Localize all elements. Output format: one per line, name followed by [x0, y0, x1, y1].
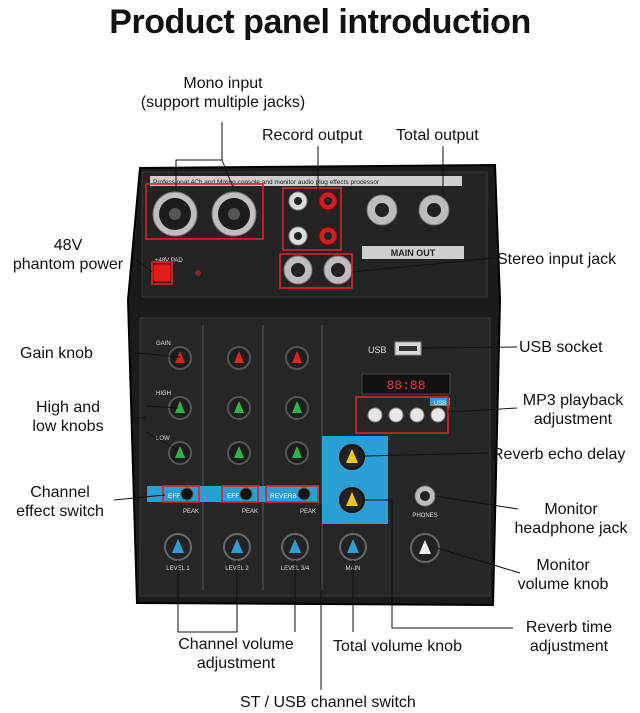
peak-label-1: PEAK — [183, 509, 199, 515]
usb-panel-label: USB — [368, 345, 387, 355]
effect-switch-1[interactable] — [180, 487, 194, 501]
low-knob-ch1[interactable] — [168, 441, 192, 465]
monitor-volume-knob[interactable] — [410, 533, 440, 563]
peak-label-3: PEAK — [300, 509, 316, 515]
gain-knob-ch1[interactable] — [168, 346, 192, 370]
leader-lines — [113, 122, 521, 690]
high-knob-ch2[interactable] — [227, 396, 251, 420]
main-out-label: MAIN OUT — [391, 248, 436, 258]
label-gain-knob: Gain knob — [20, 345, 93, 362]
high-knob-ch3[interactable] — [285, 396, 309, 420]
label-record-output: Record output — [262, 127, 363, 144]
low-knob-ch3[interactable] — [285, 441, 309, 465]
label-monitor-headphone: Monitor headphone jack — [514, 501, 628, 537]
main-out-jacks[interactable] — [366, 194, 450, 226]
label-usb-socket: USB socket — [519, 339, 603, 356]
label-st-usb-switch: ST / USB channel switch — [240, 694, 416, 711]
phantom-panel-label: +48V PAD — [155, 258, 183, 264]
top-strip-text: Professional 4Ch and Mixing console and … — [153, 179, 380, 186]
phantom-led-icon — [195, 270, 201, 276]
effect-switch-2[interactable] — [239, 487, 253, 501]
label-mp3: MP3 playback adjustment — [522, 392, 624, 428]
level-knob-3[interactable] — [281, 533, 309, 561]
xlr-combo-jack-1[interactable] — [152, 191, 198, 237]
label-total-volume: Total volume knob — [333, 638, 462, 655]
gain-knob-ch2[interactable] — [227, 346, 251, 370]
page-title: Product panel introduction — [109, 3, 531, 41]
low-row-label: LOW — [156, 436, 170, 442]
main-volume-knob[interactable] — [339, 533, 367, 561]
level-knob-2[interactable] — [223, 533, 251, 561]
rca-stereo-input[interactable] — [288, 226, 338, 246]
st-usb-switch[interactable] — [297, 487, 311, 501]
stereo-input-jacks[interactable] — [283, 255, 353, 285]
effect-button-label-1: EFF — [168, 493, 180, 500]
rca-record-output[interactable] — [288, 191, 338, 211]
callout-boxes — [145, 183, 449, 503]
label-effect-switch: Channel effect switch — [16, 484, 104, 520]
gain-row-label: GAIN — [156, 341, 171, 347]
label-reverb-time: Reverb time adjustment — [525, 619, 613, 655]
gain-knob-ch3[interactable] — [285, 346, 309, 370]
mp3-buttons[interactable] — [367, 407, 446, 423]
label-monitor-volume: Monitor volume knob — [517, 557, 609, 593]
level-knob-1[interactable] — [164, 533, 192, 561]
label-total-output: Total output — [396, 127, 479, 144]
effect-button-label-3: REVERB — [270, 493, 297, 500]
label-stereo-input: Stereo input jack — [497, 251, 617, 268]
high-knob-ch1[interactable] — [168, 396, 192, 420]
label-channel-volume: Channel volume adjustment — [178, 636, 294, 672]
headphone-jack[interactable] — [414, 485, 436, 507]
low-knob-ch2[interactable] — [227, 441, 251, 465]
reverb-time-knob[interactable] — [339, 487, 365, 513]
usb-badge: USB — [434, 401, 446, 407]
effect-button-label-2: EFF — [227, 493, 239, 500]
label-phantom-power: 48V phantom power — [12, 237, 124, 273]
mixer-body: Professional 4Ch and Mixing console and … — [126, 163, 502, 607]
led-display: 88:88 — [386, 378, 425, 393]
peak-label-2: PEAK — [242, 509, 258, 515]
reverb-delay-knob[interactable] — [339, 444, 365, 470]
phantom-power-button[interactable] — [152, 263, 172, 283]
phones-label: PHONES — [412, 513, 437, 519]
label-reverb-delay: Reverb echo delay — [492, 446, 626, 463]
xlr-combo-jack-2[interactable] — [211, 191, 257, 237]
label-high-low-knobs: High and low knobs — [32, 399, 104, 435]
high-row-label: HIGH — [156, 391, 171, 397]
label-mono-input: Mono input (support multiple jacks) — [140, 75, 306, 111]
